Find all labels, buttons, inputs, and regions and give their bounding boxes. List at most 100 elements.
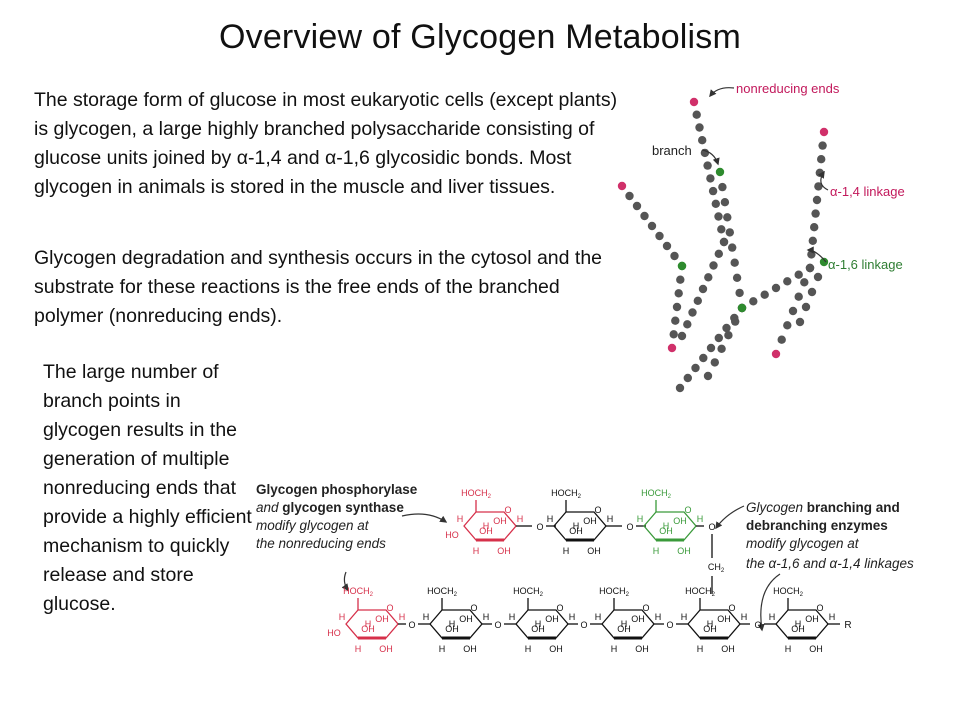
intro-paragraph: The storage form of glucose in most euka… [34,86,619,202]
lower-left-arrow [341,571,349,592]
hydrogen-label: H [339,612,346,622]
hydrogen-label: H [525,644,532,654]
debranching-line: debranching enzymes [746,518,888,533]
hydrogen-label: H [707,619,714,629]
linkages-line: the α-1,6 and α-1,4 linkages [746,556,914,571]
glucose-bead [691,363,700,373]
glucose-bead [698,136,707,145]
ring-oxygen: O [642,603,649,613]
branching-arrow-lower [757,573,781,632]
hydrogen-label: H [663,521,670,531]
glucose-bead [811,209,820,218]
glucose-bead [704,273,713,282]
branch-bead [819,257,829,267]
glucose-bead [800,278,809,287]
hydrogen-label: H [697,514,704,524]
glucose-bead [812,195,822,205]
hydroxyl-label: OH [805,614,819,624]
branch-bead [703,371,713,381]
glucose-bead [813,272,823,282]
phosphorylase-arrow [401,513,448,523]
glucose-bead [708,186,718,196]
hydrogen-label: H [355,644,362,654]
ring-oxygen: O [386,603,393,613]
glucose-bead [700,148,710,158]
hydroxyl-label: OH [673,516,687,526]
ring-oxygen: O [556,603,563,613]
glucose-bead [647,221,657,231]
nonreducing-arrow [709,87,735,98]
alpha16-arrow [806,246,827,263]
glucose-bead [693,296,702,305]
hydrogen-label: H [399,612,406,622]
glucose-bead [662,241,672,251]
nonreducing-end-bead [689,97,699,107]
phosphorylase-annotation: Glycogen phosphorylase and glycogen synt… [256,482,418,551]
branch-bead [675,383,685,393]
alpha-1-6-linkage-label: α-1,6 linkage [828,257,903,272]
branch-modify-line: modify glycogen at [746,536,860,551]
glucose-bead [808,236,817,245]
glucose-bead [718,182,727,192]
hydroxyl-label: OH [361,624,375,634]
glycosidic-oxygen: O [666,620,673,630]
hoch2-label: HOCH2 [343,586,374,598]
hoch2-label: HOCH2 [513,586,544,598]
svg-text:Glycogen branching and: Glycogen branching and [746,500,900,515]
hydroxyl-label: OH [463,644,477,654]
glucose-bead [807,287,817,297]
glucose-bead [783,321,792,330]
hydrogen-label: H [449,619,456,629]
ring-oxygen: O [594,505,601,515]
ho-label: HO [327,628,341,638]
glucose-bead [683,373,692,383]
hydrogen-label: H [829,612,836,622]
glucose-bead [722,323,731,333]
hydrogen-label: H [769,612,776,622]
branch-glycogen: Glycogen [746,500,807,515]
glucose-bead [688,308,697,317]
glucose-bead [640,211,649,221]
hydroxyl-label: OH [445,624,459,634]
glycosidic-oxygen: O [536,522,543,532]
hydrogen-label: H [607,514,614,524]
hydrogen-label: H [439,644,446,654]
branching-arrow-upper [715,505,745,530]
hydroxyl-label: OH [549,644,563,654]
glucose-bead [735,288,744,298]
branch-bead [677,261,687,271]
glycosidic-oxygen: O [408,620,415,630]
glycosidic-oxygen: O [580,620,587,630]
hydroxyl-label: OH [631,614,645,624]
glucose-bead [777,335,786,344]
hydroxyl-label: OH [493,516,507,526]
glucose-bead [706,174,715,183]
hydroxyl-label: OH [717,614,731,624]
glucose-bead [625,191,634,201]
hydroxyl-label: OH [459,614,473,624]
ring-oxygen: O [816,603,823,613]
hydroxyl-label: OH [583,516,597,526]
hydrogen-label: H [517,514,524,524]
hydroxyl-label: OH [677,546,691,556]
hydrogen-label: H [741,612,748,622]
hydroxyl-label: OH [375,614,389,624]
ring-oxygen: O [684,505,691,515]
glucose-bead [717,225,726,234]
intro-text-a: The storage form of glucose in most euka… [34,89,618,169]
branch-label: branch [652,143,692,158]
glucose-bead [732,273,742,282]
hydrogen-label: H [653,546,660,556]
hydrogen-label: H [535,619,542,629]
glucose-bead [714,212,723,221]
hydrogen-label: H [423,612,430,622]
glucose-bead [783,277,792,286]
glucose-bead [801,302,811,312]
hydrogen-label: H [473,546,480,556]
hydroxyl-label: OH [587,546,601,556]
hydrogen-label: H [655,612,662,622]
glycosidic-oxygen: O [626,522,633,532]
glucose-bead [771,283,781,293]
glucose-bead [788,306,798,316]
branch-bead [737,303,747,313]
